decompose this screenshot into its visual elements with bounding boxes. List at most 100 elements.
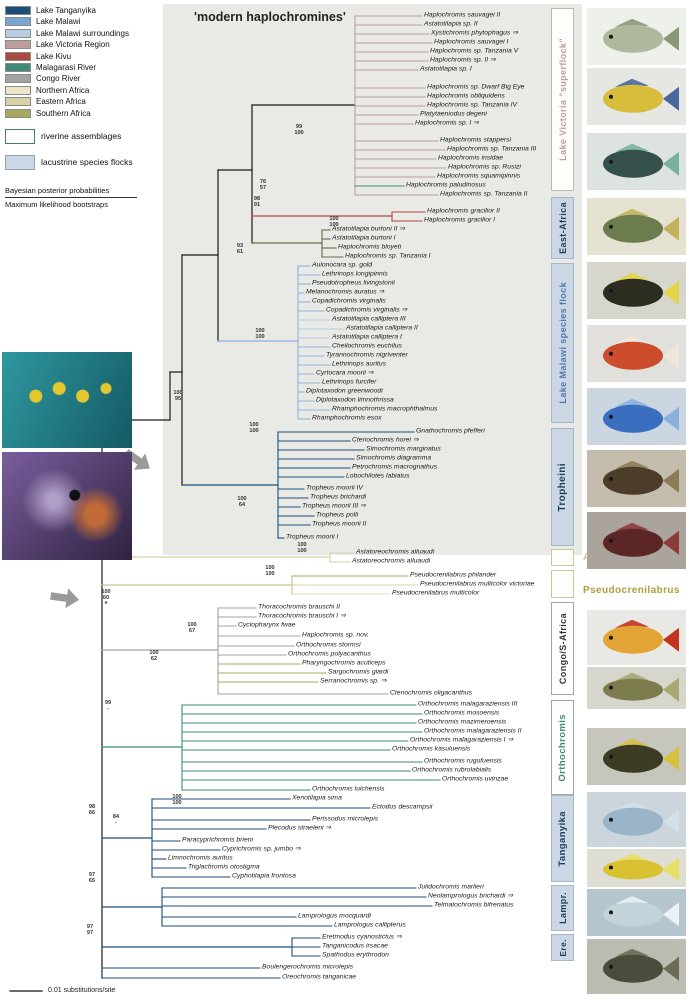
- clade-bar-empty: [551, 549, 574, 566]
- legend-region-row: Northern Africa: [5, 85, 161, 95]
- fish-photo: [587, 262, 686, 319]
- taxon-label: Haplochromis sp. I ⇒: [415, 119, 479, 127]
- taxon-label: Gnathochromis pfefferi: [416, 427, 485, 435]
- support-values-note: Bayesian posterior probabilities Maximum…: [5, 186, 137, 209]
- taxon-label: Haplochromis sauvagei II: [424, 11, 501, 19]
- taxon-label: Lamprologus callipterus: [334, 921, 406, 929]
- taxon-label: Haplochromis sp. Tanzania IV: [427, 101, 518, 109]
- clade-label: Pseudocrenilabrus: [583, 585, 680, 596]
- taxon-label: Serranochromis sp. ⇒: [320, 677, 387, 685]
- fish-photo: [587, 512, 686, 569]
- legend-region-label: Lake Malawi: [36, 17, 81, 27]
- taxon-label: Simochromis marginatus: [366, 445, 441, 453]
- taxon-label: Astatotilapia calliptera I: [332, 333, 402, 341]
- taxon-label: Ectodus descampsii: [372, 803, 433, 811]
- taxon-label: Spathodus erythrodon: [322, 951, 389, 959]
- legend-color-swatch: [5, 74, 31, 84]
- taxon-label: Lobochilotes labiatus: [346, 472, 410, 480]
- taxon-label: Haplochromis stappersi: [440, 136, 512, 144]
- scale-bar-label: 0.01 substitutions/site: [48, 987, 116, 994]
- fin-detail-photo: [2, 352, 132, 448]
- fish-photo: [587, 388, 686, 445]
- figure-title: 'modern haplochromines': [194, 10, 346, 24]
- clade-bar: Tropheini: [551, 428, 574, 546]
- legend-color-swatch: [5, 6, 31, 15]
- clade-bar: Pseudocrenilabrus: [583, 584, 689, 597]
- fish-photo: [587, 849, 686, 887]
- taxon-label: Diplotaxodon greenwoodi: [306, 387, 383, 395]
- taxon-label: Haplochromis insidae: [438, 154, 503, 162]
- ml-note: Maximum likelihood bootstraps: [5, 199, 108, 209]
- legend-color-swatch: [5, 108, 31, 118]
- taxon-label: Orthochromis malagaraziensis III: [418, 700, 518, 708]
- taxon-label: Astatotilapia burtoni I: [332, 234, 396, 242]
- clade-bar: Congo/S-Africa: [551, 602, 574, 695]
- fish-image: [587, 262, 686, 319]
- taxon-label: Ctenochromis horei ⇒: [352, 436, 419, 444]
- legend-region-row: Eastern Africa: [5, 97, 161, 107]
- legend-region-label: Congo River: [36, 74, 81, 84]
- assemblage-row: riverine assemblages: [5, 128, 161, 144]
- taxon-label: Tropheus moorii I: [286, 533, 339, 541]
- clade-bar: East-Africa: [551, 197, 574, 259]
- taxon-label: Orthochromis malagaraziensis II: [424, 727, 522, 735]
- taxon-label: Haplochromis sp. Tanzania I: [345, 252, 431, 260]
- taxon-label: Orthochromis luichensis: [312, 785, 385, 793]
- taxon-label: Perissodus microlepis: [312, 815, 379, 823]
- legend-region-label: Malagarasi River: [36, 62, 97, 72]
- taxon-label: Cyclopharynx fwae: [238, 621, 296, 629]
- taxon-label: Orthochromis rubrolabialis: [412, 766, 492, 774]
- arrow-icon: [50, 588, 80, 609]
- fish-photo: [587, 8, 686, 65]
- taxon-label: Ctenochromis oligacanthus: [390, 689, 472, 697]
- legend-color-swatch: [5, 85, 31, 95]
- taxon-label: Astatotilapia sp. II: [424, 20, 478, 28]
- taxon-label: Orthochromis mazimeroensis: [418, 718, 507, 726]
- legend-color-swatch: [5, 51, 31, 61]
- legend-color-swatch: [5, 28, 31, 38]
- legend-region-row: Southern Africa: [5, 108, 161, 118]
- taxon-label: Haplochromis sp. Tanzania V: [430, 47, 519, 55]
- legend-region-row: Congo River: [5, 74, 161, 84]
- legend-color-swatch: [5, 17, 31, 27]
- taxon-label: Diplotaxodon limnothrissa: [316, 396, 394, 404]
- taxon-label: Tropheus brichardi: [310, 493, 367, 501]
- taxon-label: Cyprichromis sp. jumbo ⇒: [222, 845, 301, 853]
- taxon-label: Pseudotropheus livingstonii: [312, 279, 395, 287]
- taxon-label: Oreochromis tanganicae: [282, 973, 357, 981]
- assemblage-swatch: [5, 154, 35, 170]
- clade-bar: Ere.: [551, 934, 574, 961]
- fish-photo: [587, 198, 686, 255]
- taxon-label: Astatotilapia calliptera II: [346, 324, 418, 332]
- fish-photo: [587, 68, 686, 125]
- legend-region-label: Southern Africa: [36, 108, 91, 118]
- fish-image: [587, 388, 686, 445]
- taxon-label: Plecodus straeleni ⇒: [268, 824, 332, 832]
- taxon-label: Orthochromis polyacanthus: [288, 650, 371, 658]
- taxon-label: Melanochromis auratus ⇒: [306, 288, 385, 296]
- legend-region-row: Lake Kivu: [5, 51, 161, 61]
- fish-image: [587, 512, 686, 569]
- modern-haplochromines-panel: [163, 4, 582, 555]
- fish-photo: [587, 939, 686, 994]
- taxon-label: Copadichromis virginalis: [312, 297, 386, 305]
- taxon-label: Pharyngochromis acuticeps: [302, 659, 386, 667]
- taxon-label: Astatoreochromis alluaudi: [356, 548, 435, 556]
- fish-head-photo: [2, 452, 132, 560]
- legend-color-swatch: [5, 62, 31, 72]
- assemblage-label: riverine assemblages: [41, 131, 122, 142]
